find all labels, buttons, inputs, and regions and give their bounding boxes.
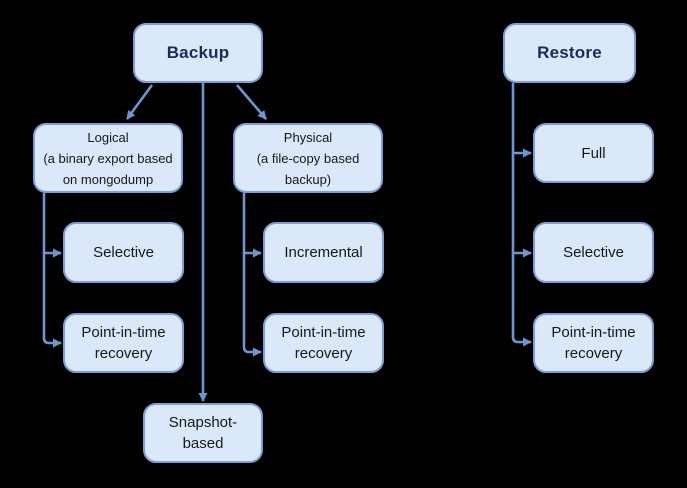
arrow-restore-to-full bbox=[511, 83, 532, 158]
node-selective-restore-label: Selective bbox=[563, 244, 624, 261]
node-selective-backup: Selective bbox=[63, 222, 184, 283]
node-physical-subtitle2: backup) bbox=[284, 171, 332, 187]
node-incremental: Incremental bbox=[263, 222, 384, 283]
node-incremental-label: Incremental bbox=[284, 244, 363, 261]
node-logical: Logical (a binary export based on mongod… bbox=[33, 123, 183, 193]
node-pit-logical-line2: recovery bbox=[94, 345, 153, 362]
arrow-physical-to-incremental bbox=[242, 193, 262, 258]
node-snapshot-based-line2: based bbox=[182, 435, 224, 452]
arrow-logical-to-pit bbox=[42, 253, 62, 348]
node-physical-subtitle1: (a file-copy based bbox=[256, 150, 360, 166]
node-logical-subtitle2: on mongodump bbox=[62, 171, 154, 187]
node-snapshot-based: Snapshot- based bbox=[143, 403, 263, 463]
arrow-physical-to-pit bbox=[242, 253, 262, 357]
node-backup: Backup bbox=[133, 23, 263, 83]
node-pit-restore: Point-in-time recovery bbox=[533, 313, 654, 373]
arrow-backup-to-physical bbox=[236, 84, 267, 120]
node-snapshot-based-line1: Snapshot- bbox=[168, 414, 238, 431]
arrow-restore-to-pit bbox=[511, 253, 532, 347]
node-full-label: Full bbox=[581, 144, 606, 162]
node-physical: Physical (a file-copy based backup) bbox=[233, 123, 383, 193]
arrow-logical-to-selective bbox=[42, 193, 62, 258]
node-logical-subtitle1: (a binary export based bbox=[43, 150, 173, 166]
node-selective-restore: Selective bbox=[533, 222, 654, 283]
node-logical-title: Logical bbox=[87, 129, 129, 145]
node-pit-physical: Point-in-time recovery bbox=[263, 313, 384, 373]
node-pit-restore-line1: Point-in-time bbox=[551, 324, 636, 341]
node-pit-physical-line1: Point-in-time bbox=[281, 324, 366, 341]
node-physical-title: Physical bbox=[283, 129, 333, 145]
node-backup-label: Backup bbox=[166, 43, 230, 62]
node-pit-logical-line1: Point-in-time bbox=[81, 324, 166, 341]
node-restore: Restore bbox=[503, 23, 636, 83]
node-pit-logical: Point-in-time recovery bbox=[63, 313, 184, 373]
node-full: Full bbox=[533, 123, 654, 183]
arrow-restore-to-selective bbox=[511, 153, 532, 258]
node-pit-physical-line2: recovery bbox=[294, 345, 353, 362]
node-restore-label: Restore bbox=[537, 43, 602, 62]
arrow-backup-to-logical bbox=[125, 84, 154, 120]
node-pit-restore-line2: recovery bbox=[564, 345, 623, 362]
node-selective-backup-label: Selective bbox=[93, 244, 154, 261]
